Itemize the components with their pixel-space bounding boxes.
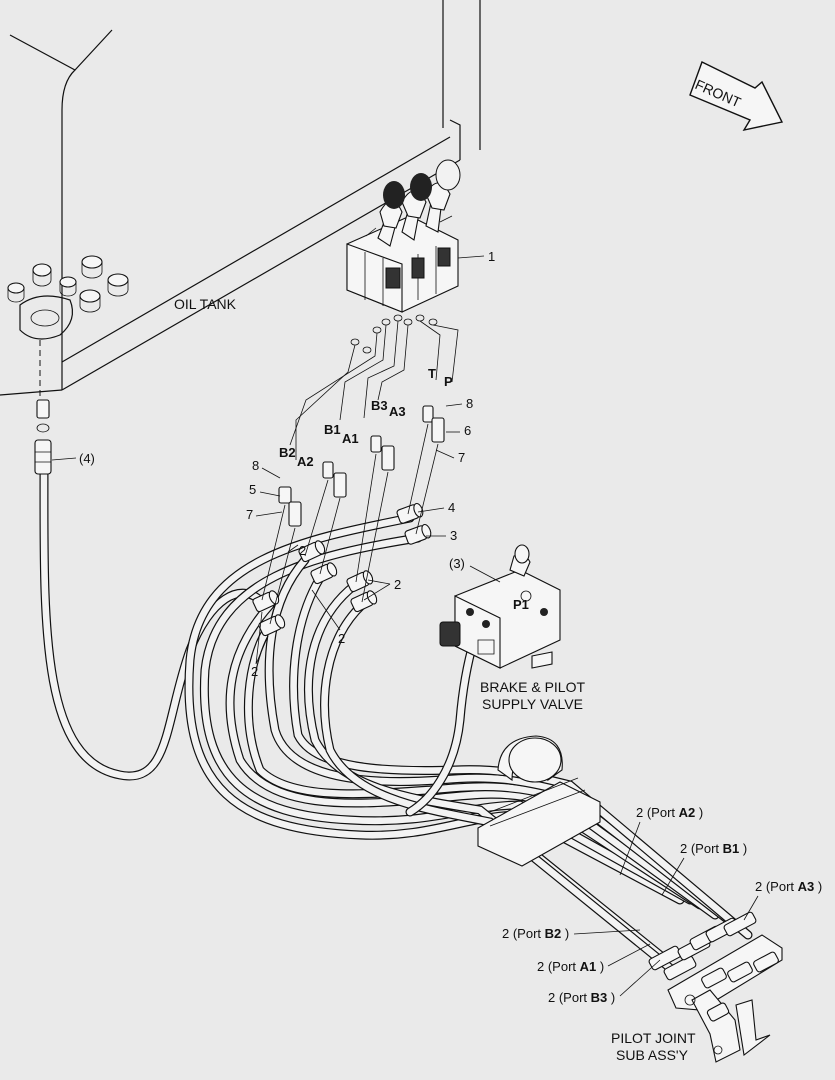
callouts: (3) (4) 4 3 8 6 7 8 5 7 2 2 2 2 [51,396,501,679]
hose-clamp-bracket [477,735,601,867]
port-P: P [444,374,453,389]
callout-2-b: 2 [394,577,401,592]
callout-2-c: 2 [338,631,345,646]
hose-elbow-fittings [252,502,432,637]
pilot-hoses [39,465,753,973]
port-B2: B2 [279,445,296,460]
hose-port-B3: 2 (Port B3 ) [548,990,615,1005]
callout-1: 1 [488,249,495,264]
port-A2: A2 [297,454,314,469]
callout-6: 6 [464,423,471,438]
ref-4: (4) [79,451,95,466]
tank-bolts [7,255,129,313]
callout-2-a: 2 [299,543,306,558]
valve-port-orings [350,314,438,354]
pilot-control-valve [346,159,461,313]
port-hose-labels: 2 (Port A2 ) 2 (Port B1 ) 2 (Port A3 ) 2… [502,805,822,1005]
tank-hose-fitting [34,399,52,475]
callout-8-left: 8 [252,458,259,473]
hose-port-A2: 2 (Port A2 ) [636,805,703,820]
port-T: T [428,366,436,381]
hose-port-B1: 2 (Port B1 ) [680,841,747,856]
brake-valve-label-1: BRAKE & PILOT [480,679,585,695]
hose-port-A3: 2 (Port A3 ) [755,879,822,894]
ref-3: (3) [449,556,465,571]
callout-7-left: 7 [246,507,253,522]
brake-valve-label-2: SUPPLY VALVE [482,696,583,712]
port-B3: B3 [371,398,388,413]
callout-2-d: 2 [251,664,258,679]
callout-5: 5 [249,482,256,497]
port-labels: T P B3 A3 B1 A1 B2 A2 [279,366,453,469]
hose-port-B2: 2 (Port B2 ) [502,926,569,941]
callout-4: 4 [448,500,455,515]
pilot-joint-label-1: PILOT JOINT [611,1030,696,1046]
callout-8-right: 8 [466,396,473,411]
port-adapters [261,405,445,625]
pilot-joint-label-2: SUB ASS'Y [616,1047,689,1063]
front-arrow-icon: FRONT [689,61,784,132]
hose-port-A1: 2 (Port A1 ) [537,959,604,974]
pilot-joint-sub-assembly [648,911,783,1063]
port-P1: P1 [513,597,529,612]
port-A3: A3 [389,404,406,419]
oil-tank-label: OIL TANK [174,296,237,312]
port-B1: B1 [324,422,341,437]
callout-7-right: 7 [458,450,465,465]
port-A1: A1 [342,431,359,446]
brake-pilot-supply-valve [439,544,561,669]
callout-3: 3 [450,528,457,543]
